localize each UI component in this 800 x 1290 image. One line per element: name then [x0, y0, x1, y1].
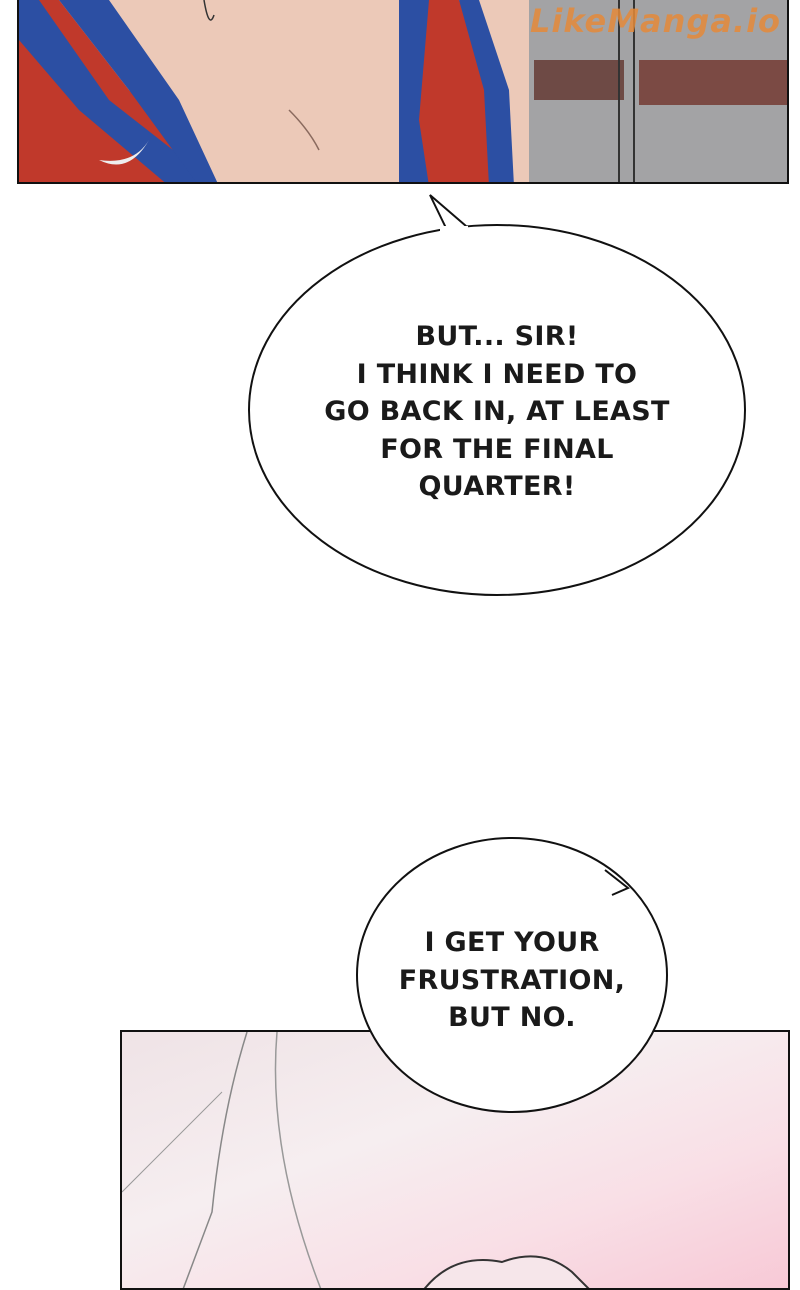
dialogue-line: I GET YOUR	[424, 927, 600, 958]
watermark-logo: LikeManga.io	[530, 2, 782, 40]
top-comic-panel	[17, 0, 789, 184]
dialogue-line: QUARTER!	[418, 471, 576, 502]
dialogue-line: BUT... SIR!	[415, 321, 579, 352]
jersey-artwork	[19, 0, 787, 182]
speech-bubble-1-text: BUT... SIR! I THINK I NEED TO GO BACK IN…	[300, 318, 694, 506]
dialogue-line: BUT NO.	[448, 1002, 576, 1033]
speech-bubble-2-text: I GET YOUR FRUSTRATION, BUT NO.	[380, 924, 644, 1037]
bottom-comic-panel	[120, 1030, 790, 1290]
dialogue-line: GO BACK IN, AT LEAST	[324, 396, 670, 427]
character-artwork	[122, 1032, 590, 1288]
dialogue-line: FOR THE FINAL	[380, 433, 614, 465]
dialogue-line: I THINK I NEED TO	[356, 358, 638, 390]
dialogue-line: FRUSTRATION,	[398, 964, 626, 996]
